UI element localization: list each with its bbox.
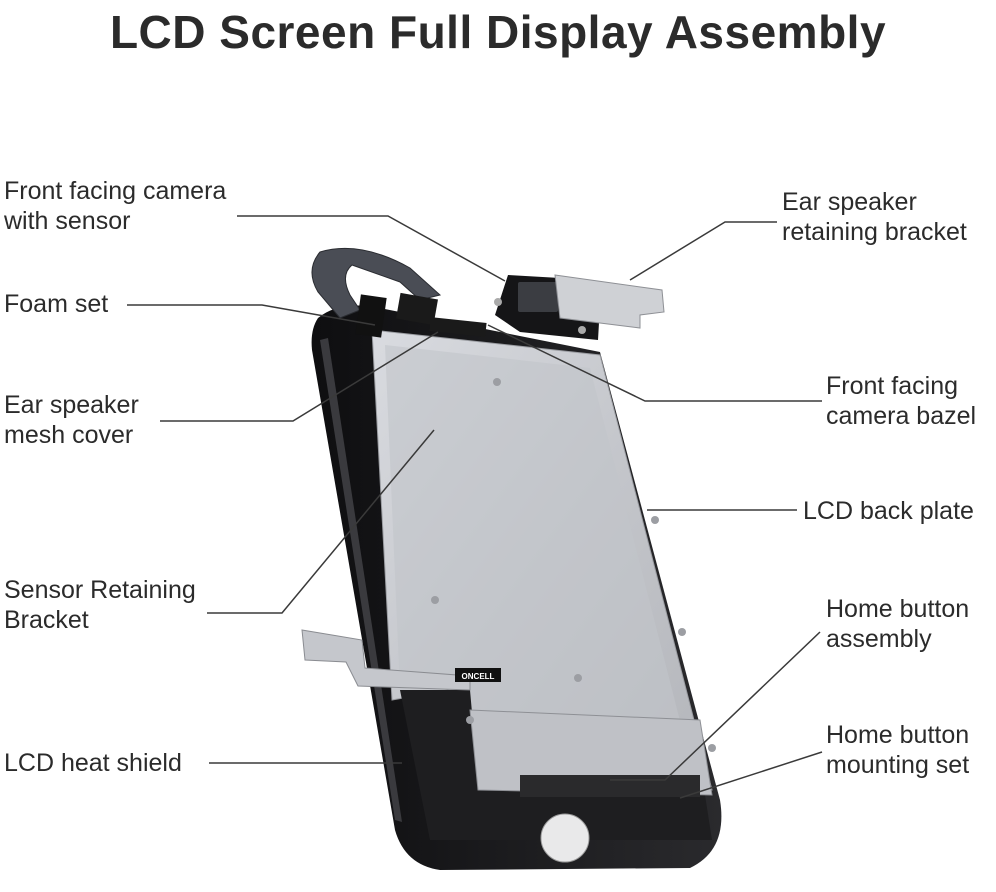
sensor-strip — [429, 317, 487, 337]
leader-home-assembly — [610, 631, 821, 781]
label-sensor-bracket: Sensor Retaining Bracket — [4, 575, 196, 635]
ear-speaker-bracket-shape — [554, 274, 665, 329]
leader-ear-bracket — [629, 221, 777, 281]
label-line: Sensor Retaining — [4, 576, 196, 604]
label-line: Front facing — [826, 372, 959, 400]
heat-shield-shape — [400, 690, 712, 840]
plate-screws — [431, 378, 716, 752]
leader-sensor-bracket — [207, 429, 435, 614]
leader-front-camera — [237, 215, 506, 282]
label-front-camera: Front facing camera with sensor — [4, 176, 226, 236]
label-line: retaining bracket — [782, 218, 967, 246]
label-line: Foam set — [4, 290, 109, 318]
label-back-plate: LCD back plate — [803, 496, 974, 526]
home-button-hole — [540, 813, 590, 863]
foam-block — [355, 294, 387, 338]
label-foam-set: Foam set — [4, 289, 108, 319]
label-line: Front facing camera — [4, 177, 227, 205]
label-home-mounting: Home button mounting set — [826, 720, 969, 780]
label-line: Home button — [826, 595, 970, 623]
label-home-assembly: Home button assembly — [826, 594, 969, 654]
camera-screw-2 — [578, 326, 586, 334]
label-line: mesh cover — [4, 421, 134, 449]
label-line: mounting set — [826, 751, 970, 779]
flex-label-text: ONCELL — [462, 672, 495, 681]
label-line: LCD back plate — [803, 497, 974, 525]
frame-edge — [320, 338, 402, 822]
screw — [708, 744, 716, 752]
camera-screw-1 — [494, 298, 502, 306]
screw — [466, 716, 474, 724]
screw — [651, 516, 659, 524]
label-ear-bracket: Ear speaker retaining bracket — [782, 187, 967, 247]
leader-camera-bezel — [487, 324, 822, 402]
side-flex-ribbon — [301, 629, 471, 691]
top-flex-cable — [311, 247, 442, 319]
label-line: assembly — [826, 625, 932, 653]
label-line: Bracket — [4, 606, 89, 634]
home-assembly-bracket — [469, 709, 713, 796]
leader-lines — [127, 215, 823, 799]
screw — [431, 596, 439, 604]
label-line: Ear speaker — [782, 188, 917, 216]
leader-home-mounting — [679, 751, 823, 799]
label-line: Home button — [826, 721, 970, 749]
label-line: Ear speaker — [4, 391, 139, 419]
label-camera-bezel: Front facing camera bazel — [826, 371, 976, 431]
leader-foam-set — [127, 304, 376, 326]
flex-label-bg — [455, 668, 501, 682]
home-mounting-plate — [520, 775, 700, 797]
label-line: LCD heat shield — [4, 749, 182, 777]
label-line: camera bazel — [826, 402, 977, 430]
leader-ear-mesh — [160, 331, 439, 422]
plate-inner-panel — [385, 345, 690, 760]
ear-speaker-grille — [518, 282, 558, 312]
diagram-title: LCD Screen Full Display Assembly — [109, 6, 887, 58]
flex-connector — [396, 292, 438, 326]
screw — [678, 628, 686, 636]
label-line: with sensor — [4, 207, 131, 235]
label-heat-shield: LCD heat shield — [4, 748, 182, 778]
label-ear-mesh: Ear speaker mesh cover — [4, 390, 139, 450]
screw — [574, 674, 582, 682]
screw — [493, 378, 501, 386]
